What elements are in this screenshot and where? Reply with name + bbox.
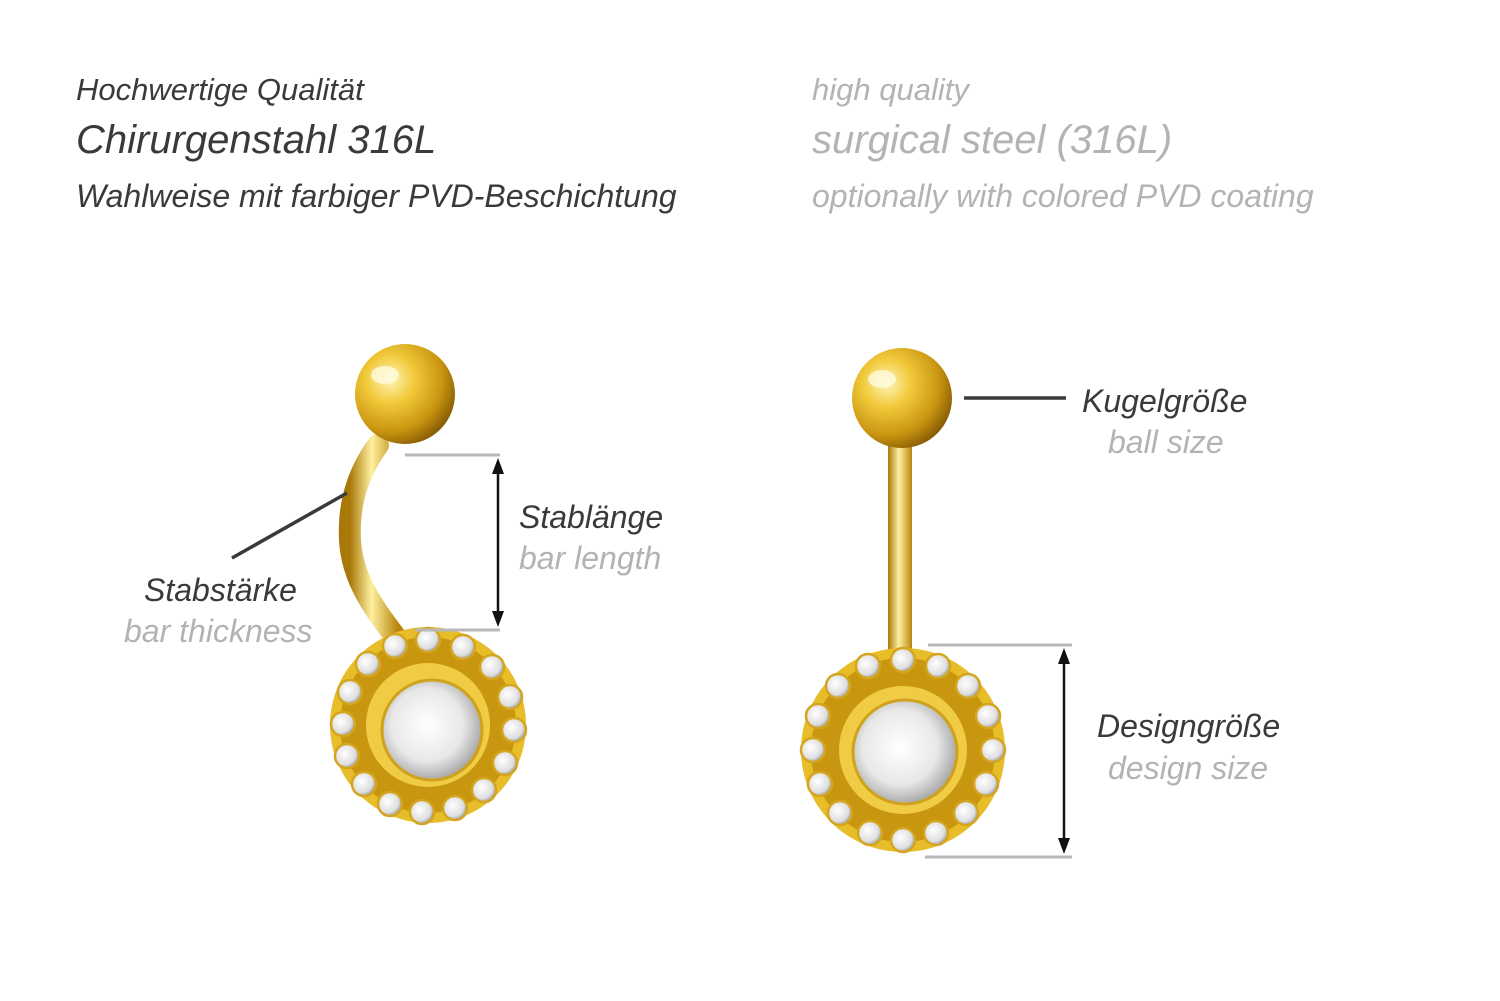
- bar-length-label-de: Stablänge: [519, 499, 664, 535]
- left-flower-design: [329, 626, 528, 826]
- header-title-en: high quality: [812, 72, 969, 107]
- ball-size-label-en: ball size: [1108, 424, 1224, 460]
- left-ball: [355, 344, 455, 444]
- right-piercing: [799, 348, 1007, 854]
- right-straight-bar: [888, 440, 912, 655]
- bar-thickness-label-de: Stabstärke: [144, 572, 297, 608]
- header-title-de: Hochwertige Qualität: [76, 72, 364, 107]
- right-ball: [852, 348, 952, 448]
- design-size-measure: [925, 643, 1072, 859]
- material-de: Chirurgenstahl 316L: [76, 118, 437, 162]
- design-size-label-de: Designgröße: [1097, 708, 1281, 744]
- material-en: surgical steel (316L): [812, 118, 1173, 162]
- left-curved-bar: [338, 434, 409, 651]
- design-size-label-en: design size: [1108, 750, 1269, 786]
- bar-thickness-pointer: [231, 491, 348, 560]
- bar-length-label-en: bar length: [519, 540, 662, 576]
- coating-de: Wahlweise mit farbiger PVD-Beschichtung: [76, 178, 677, 214]
- ball-size-label-de: Kugelgröße: [1082, 383, 1248, 419]
- bar-thickness-label-en: bar thickness: [124, 613, 313, 649]
- left-piercing: [329, 344, 528, 826]
- left-center-gem: [380, 678, 484, 782]
- coating-en: optionally with colored PVD coating: [812, 178, 1314, 214]
- bar-length-measure: [405, 453, 504, 632]
- right-center-gem: [851, 698, 959, 806]
- right-flower-design: [799, 646, 1007, 854]
